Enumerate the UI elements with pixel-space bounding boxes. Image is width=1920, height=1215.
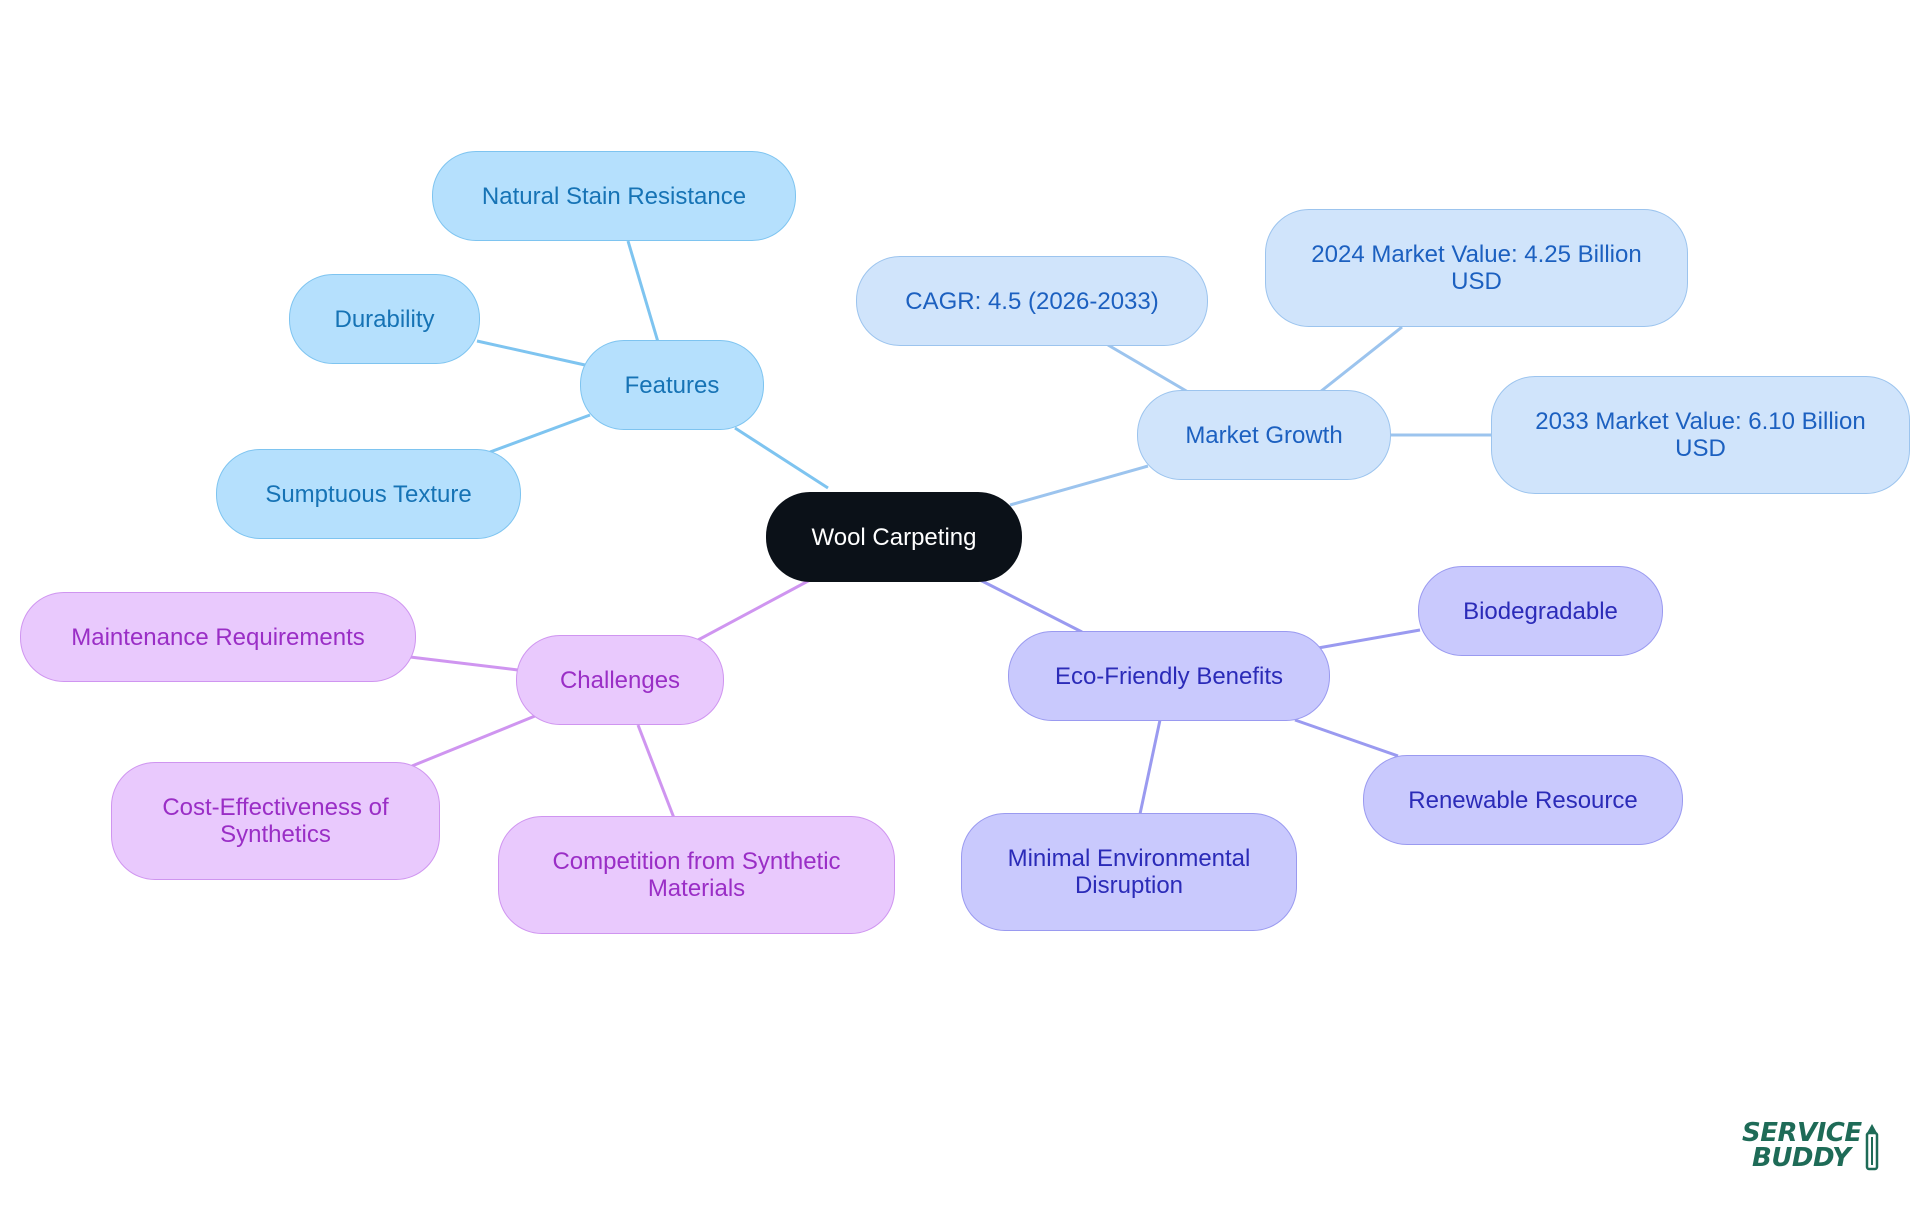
edge-features-durability	[476, 339, 586, 367]
edge-root-eco	[979, 578, 1083, 634]
leaf-competition-from-synthetic-materials: Competition from Synthetic Materials	[498, 816, 895, 934]
logo-wordmark: SERVICE BUDDY	[1742, 1118, 1862, 1173]
branch-eco-friendly-benefits: Eco-Friendly Benefits	[1008, 631, 1330, 721]
leaf-cost-effectiveness-of-synthetics: Cost-Effectiveness of Synthetics	[111, 762, 440, 880]
logo-line1: SERVICE	[1742, 1118, 1862, 1148]
leaf-cagr: CAGR: 4.5 (2026-2033)	[856, 256, 1208, 346]
edge-features-stain	[626, 240, 660, 343]
edge-root-market	[1009, 464, 1149, 507]
edge-chal-comp	[636, 724, 676, 819]
branch-features: Features	[580, 340, 764, 430]
leaf-natural-stain-resistance: Natural Stain Resistance	[432, 151, 796, 241]
edge-features-texture	[489, 413, 591, 454]
edge-root-challenges	[697, 578, 811, 642]
edge-chal-cost	[411, 714, 536, 768]
leaf-maintenance-requirements: Maintenance Requirements	[20, 592, 416, 682]
leaf-2024-market-value: 2024 Market Value: 4.25 Billion USD	[1265, 209, 1688, 327]
edge-root-features	[734, 426, 829, 490]
logo-line2: BUDDY	[1752, 1143, 1851, 1173]
edge-eco-minimal	[1138, 719, 1162, 815]
branch-challenges: Challenges	[516, 635, 724, 725]
edge-eco-bio	[1317, 628, 1421, 650]
leaf-2033-market-value: 2033 Market Value: 6.10 Billion USD	[1491, 376, 1910, 494]
service-buddy-logo: SERVICE BUDDY	[1742, 1118, 1882, 1177]
branch-market-growth: Market Growth	[1137, 390, 1391, 480]
leaf-durability: Durability	[289, 274, 480, 364]
edge-market-cagr	[1107, 343, 1189, 394]
edge-eco-renewable	[1294, 718, 1399, 758]
leaf-minimal-environmental-disruption: Minimal Environmental Disruption	[961, 813, 1297, 931]
edge-market-2024	[1319, 325, 1403, 394]
pencil-icon	[1865, 1124, 1879, 1171]
leaf-sumptuous-texture: Sumptuous Texture	[216, 449, 521, 539]
root-node: Wool Carpeting	[766, 492, 1022, 582]
leaf-renewable-resource: Renewable Resource	[1363, 755, 1683, 845]
edge-chal-maint	[409, 655, 519, 672]
leaf-biodegradable: Biodegradable	[1418, 566, 1663, 656]
